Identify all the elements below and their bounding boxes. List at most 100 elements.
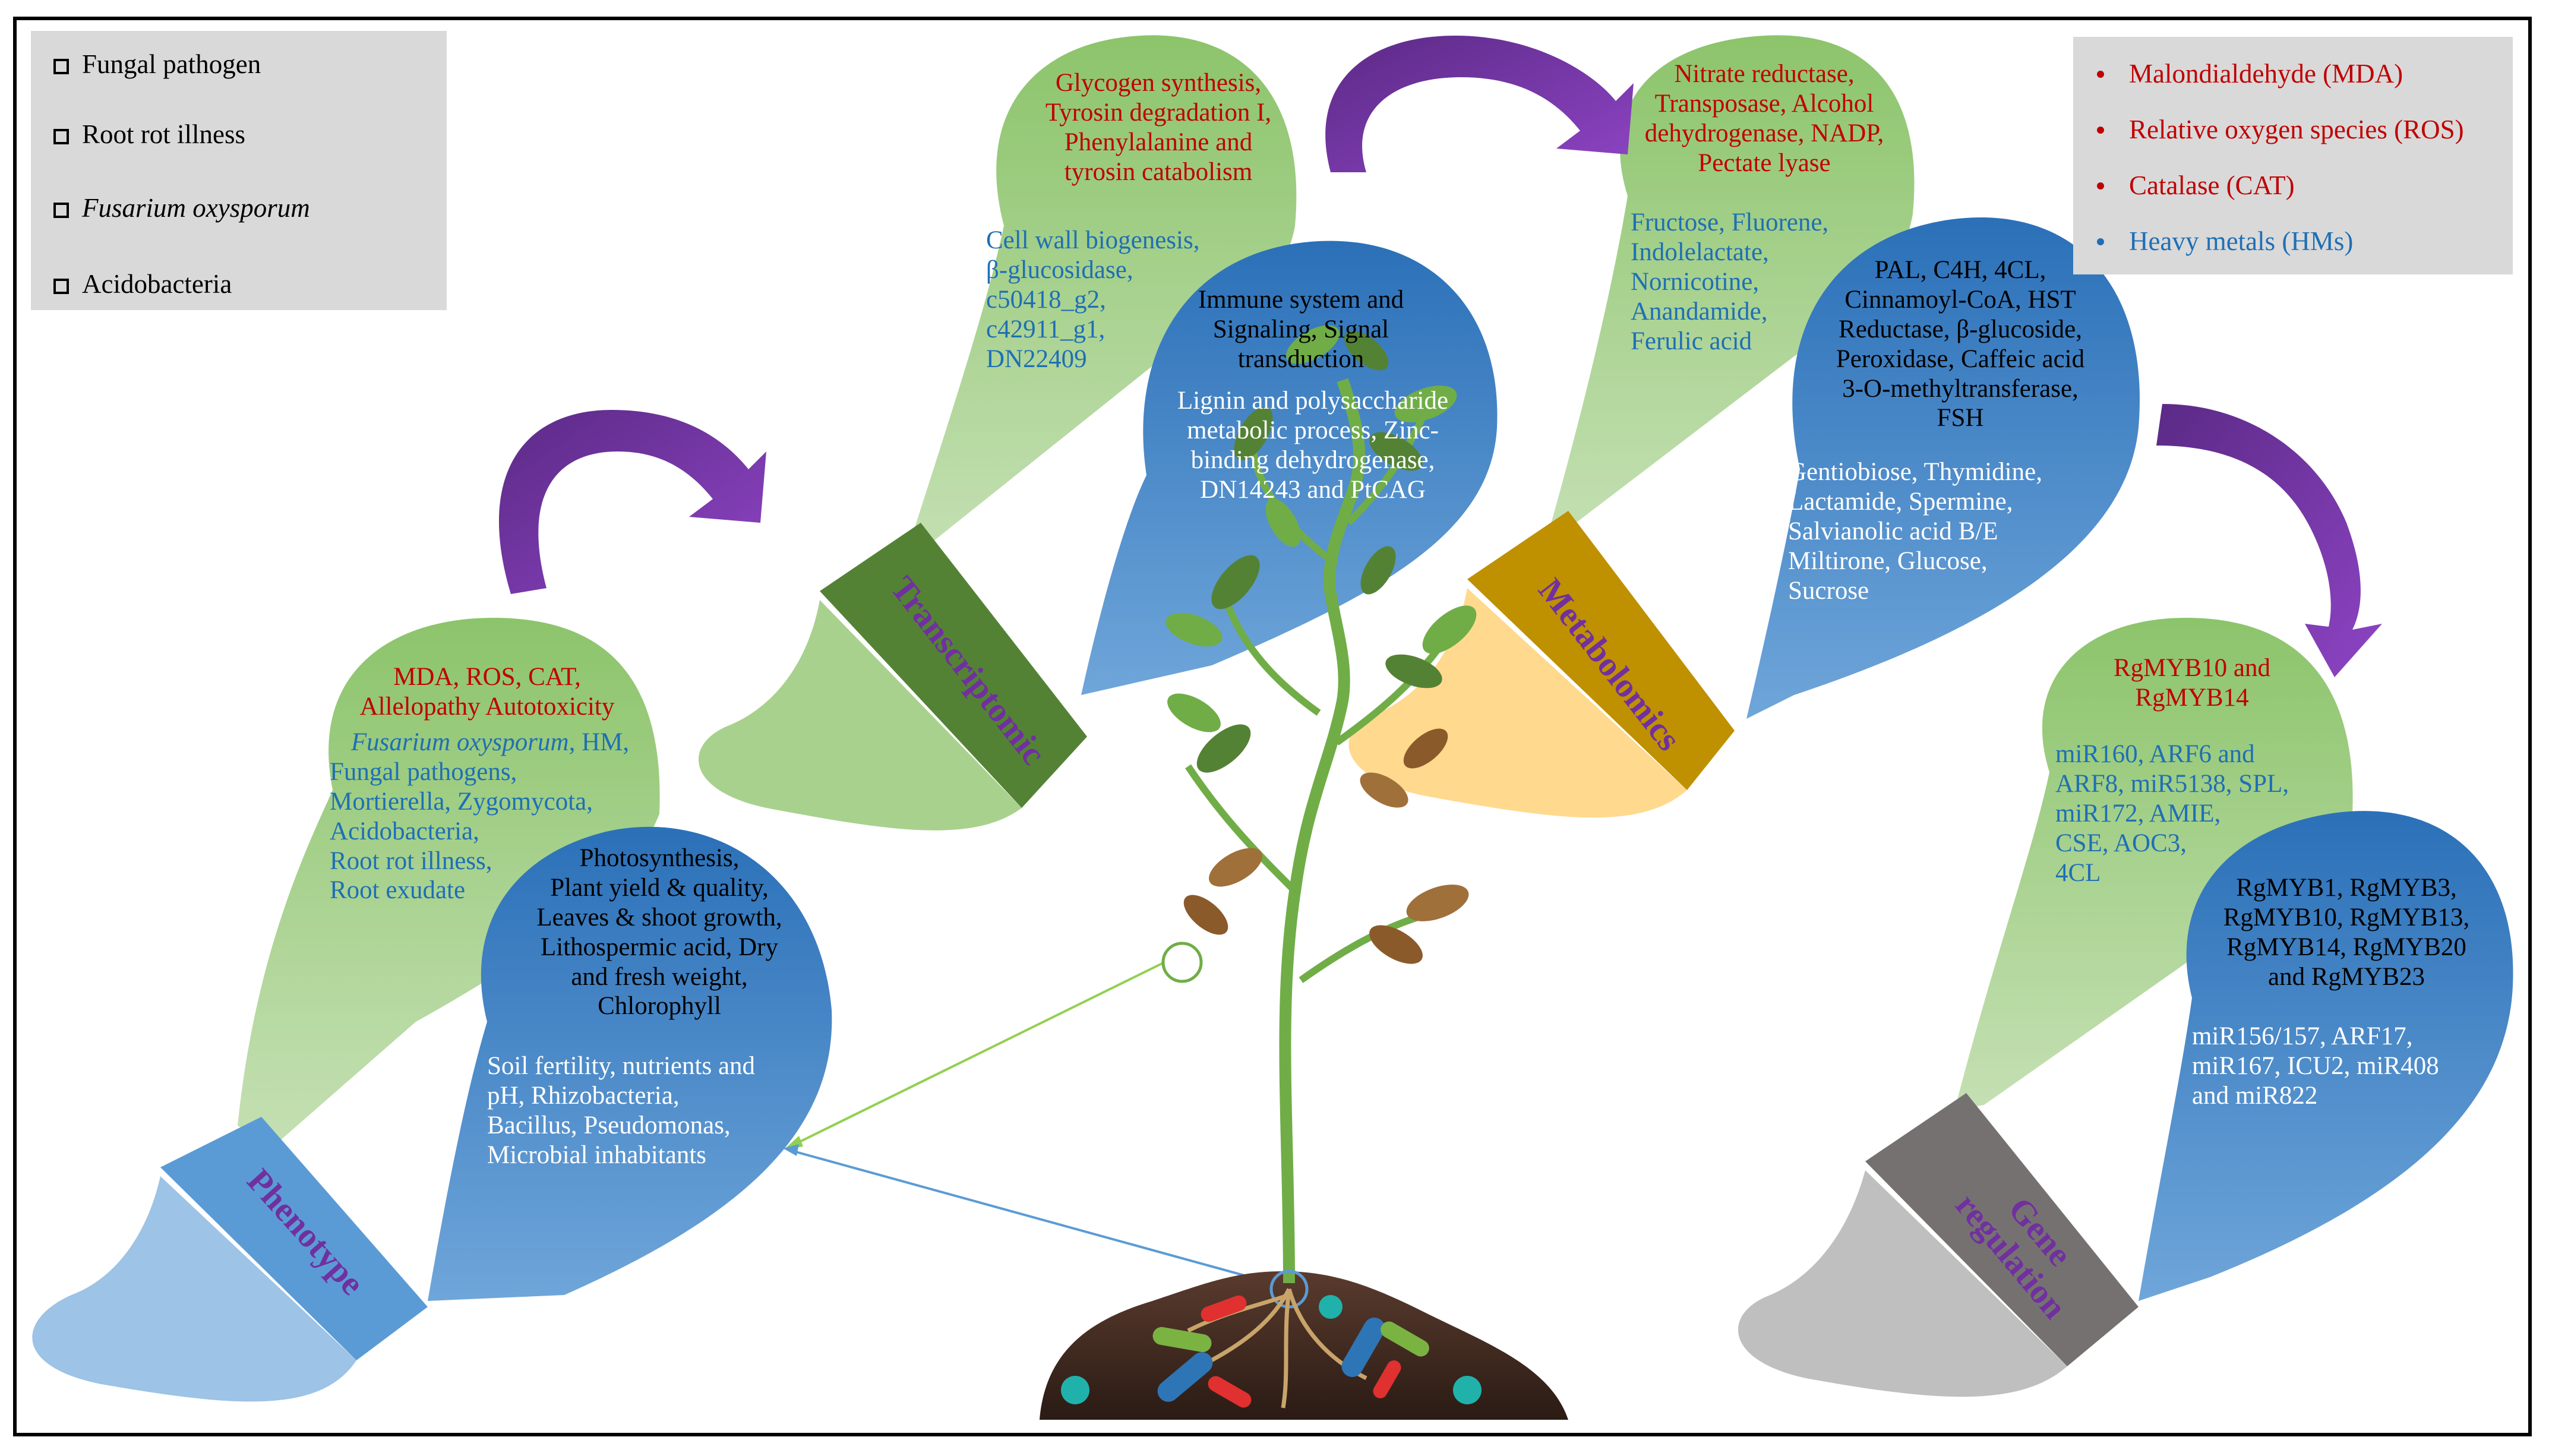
phenotype-group bbox=[32, 618, 832, 1402]
leaf bbox=[1167, 693, 1221, 732]
phenotype-label-band bbox=[160, 1117, 428, 1360]
text-line: Fungal pathogens, bbox=[330, 757, 517, 786]
phenotype-red-text: MDA, ROS, CAT, Allelopathy Autotoxicity bbox=[333, 662, 642, 722]
metabolomics-black-text: PAL, C4H, 4CL, Cinnamoyl-CoA, HST Reduct… bbox=[1800, 255, 2121, 433]
transcriptomic-blue-text: Cell wall biogenesis, β-glucosidase, c50… bbox=[986, 226, 1236, 374]
transcriptomic-red-text: Glycogen synthesis, Tyrosin degradation … bbox=[1010, 68, 1307, 187]
text-line: Soil fertility, nutrients and bbox=[487, 1052, 756, 1080]
metabolomics-blue-text: Fructose, Fluorene, Indolelactate, Norni… bbox=[1631, 208, 1868, 356]
transcriptomic-white-text: Lignin and polysaccharide metabolic proc… bbox=[1146, 386, 1479, 505]
transcriptomic-cone bbox=[698, 600, 1022, 830]
text-line: CSE, AOC3, bbox=[2055, 829, 2187, 857]
leaf bbox=[1265, 498, 1301, 547]
text-line: Ferulic acid bbox=[1631, 327, 1752, 355]
figure-frame bbox=[13, 17, 2532, 1436]
text-line: and miR822 bbox=[2192, 1081, 2318, 1110]
gene-regulation-white-text: miR156/157, ARF17, miR167, ICU2, miR408 … bbox=[2192, 1022, 2489, 1111]
legend-label: Heavy metals (HMs) bbox=[2129, 226, 2354, 256]
gene-regulation-black-text: RgMYB1, RgMYB3, RgMYB10, RgMYB13, RgMYB1… bbox=[2198, 873, 2495, 992]
checkbox-icon bbox=[53, 129, 69, 144]
curved-arrow-3 bbox=[2156, 404, 2382, 677]
text-line: Salvianolic acid B/E bbox=[1788, 517, 1998, 545]
leaf bbox=[1165, 612, 1223, 647]
curved-arrow-1 bbox=[498, 410, 766, 594]
legend-item: Relative oxygen species (ROS) bbox=[2097, 114, 2464, 145]
leaf bbox=[1286, 325, 1340, 364]
metabolomics-blue-bubble bbox=[1746, 217, 2140, 719]
text-line: c42911_g1, bbox=[986, 315, 1105, 343]
legend-item: Fungal pathogen bbox=[53, 49, 261, 80]
plant-stem bbox=[1279, 378, 1366, 1284]
text-line: Chlorophyll bbox=[598, 992, 721, 1021]
leaf bbox=[1234, 407, 1273, 460]
plant-connector-blue bbox=[787, 1148, 1284, 1287]
text-line: Nornicotine, bbox=[1631, 267, 1760, 296]
text-line: Immune system and bbox=[1198, 286, 1404, 314]
bullet-icon bbox=[2097, 127, 2104, 134]
soil-green-pathogen bbox=[1381, 1321, 1429, 1357]
legend-item: Root rot illness bbox=[53, 119, 245, 150]
legend-right: Malondialdehyde (MDA) Relative oxygen sp… bbox=[2073, 37, 2513, 274]
text-line: β-glucosidase, bbox=[986, 255, 1133, 284]
text-line: Microbial inhabitants bbox=[487, 1141, 707, 1169]
leaf bbox=[1369, 432, 1423, 471]
text-line: miR167, ICU2, miR408 bbox=[2192, 1051, 2439, 1080]
checkbox-icon bbox=[53, 203, 69, 218]
text-line: Bacillus, Pseudomonas, bbox=[487, 1111, 731, 1139]
text-line: Miltirone, Glucose, bbox=[1788, 547, 1988, 575]
text-line: and RgMYB23 bbox=[2268, 962, 2425, 991]
metabolomics-red-text: Nitrate reductase, Transposase, Alcohol … bbox=[1616, 59, 1913, 178]
transcriptomic-group bbox=[698, 35, 1498, 830]
leaf-brown bbox=[1406, 885, 1469, 921]
gene-regulation-label-band bbox=[1865, 1093, 2139, 1366]
text-line: 3-O-methyltransferase, bbox=[1842, 374, 2079, 403]
text-line: transduction bbox=[1237, 345, 1364, 373]
soil-virus bbox=[1453, 1376, 1482, 1404]
text-line: pH, Rhizobacteria, bbox=[487, 1081, 680, 1110]
metabolomics-cone bbox=[1348, 588, 1687, 818]
legend-label: Fusarium oxysporum bbox=[82, 193, 310, 223]
legend-label: Malondialdehyde (MDA) bbox=[2129, 59, 2403, 89]
soil-blue-pathogen bbox=[1157, 1352, 1213, 1402]
gene-regulation-blue-text: miR160, ARF6 and ARF8, miR5138, SPL, miR… bbox=[2055, 740, 2340, 888]
text-line: Phenylalanine and bbox=[1064, 128, 1253, 156]
text-line: Transposase, Alcohol bbox=[1654, 89, 1874, 118]
text-line: Photosynthesis, bbox=[579, 844, 740, 872]
text-line: Pectate lyase bbox=[1698, 149, 1831, 177]
text-line: Allelopathy Autotoxicity bbox=[359, 692, 615, 721]
soil-blue-pathogen bbox=[1341, 1317, 1385, 1378]
metabolomics-group bbox=[1348, 35, 2140, 818]
text-line: RgMYB10 and bbox=[2114, 654, 2270, 682]
text-fragment: , HM, bbox=[568, 728, 630, 756]
text-line: dehydrogenase, NADP, bbox=[1644, 119, 1884, 147]
text-line: Fusarium oxysporum, HM, bbox=[324, 728, 656, 757]
phenotype-black-text: Photosynthesis, Plant yield & quality, L… bbox=[505, 844, 814, 1021]
phenotype-blue-text: Fusarium oxysporum, HM, Fungal pathogens… bbox=[324, 728, 656, 905]
soil-green-pathogen bbox=[1152, 1326, 1212, 1353]
plant-branch-right bbox=[1299, 408, 1446, 983]
soil-mound bbox=[1040, 1271, 1568, 1420]
text-line: Acidobacteria, bbox=[330, 817, 479, 845]
text-line: FSH bbox=[1937, 404, 1984, 432]
legend-item: Heavy metals (HMs) bbox=[2097, 226, 2353, 257]
species-name: Fusarium oxysporum bbox=[350, 728, 569, 756]
text-line: PAL, C4H, 4CL, bbox=[1874, 256, 2046, 284]
text-line: c50418_g2, bbox=[986, 285, 1106, 314]
plant-illustration bbox=[1040, 325, 1568, 1420]
roots bbox=[1187, 1288, 1367, 1408]
soil-virus bbox=[1319, 1295, 1343, 1319]
leaf bbox=[1196, 724, 1251, 773]
text-line: Plant yield & quality, bbox=[550, 873, 769, 902]
gene-regulation-red-text: RgMYB10 and RgMYB14 bbox=[2067, 653, 2317, 713]
leaf-zoom-circle bbox=[1161, 942, 1203, 983]
legend-item: Malondialdehyde (MDA) bbox=[2097, 58, 2403, 89]
gene-regulation-green-bubble bbox=[1954, 618, 2353, 1111]
legend-label: Root rot illness bbox=[82, 119, 246, 149]
phenotype-white-text: Soil fertility, nutrients and pH, Rhizob… bbox=[487, 1051, 814, 1170]
text-line: Lignin and polysaccharide bbox=[1177, 387, 1449, 415]
metabolomics-white-text: Gentiobiose, Thymidine, Lactamide, Sperm… bbox=[1788, 457, 2097, 605]
text-line: Indolelactate, bbox=[1631, 238, 1769, 266]
bullet-icon bbox=[2097, 182, 2104, 189]
text-line: 4CL bbox=[2055, 858, 2101, 887]
